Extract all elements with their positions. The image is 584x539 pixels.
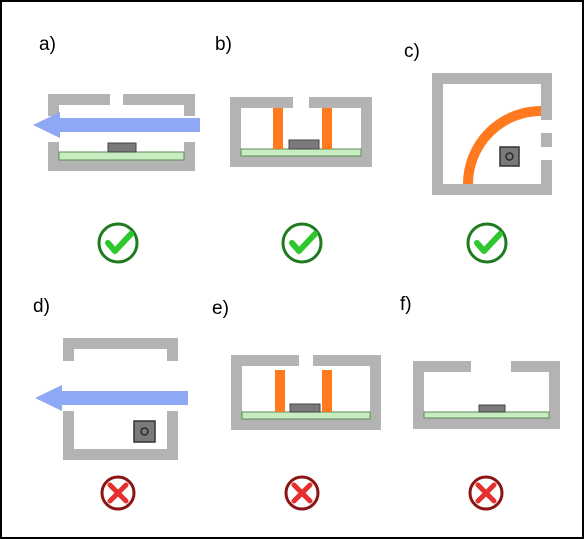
enclosure-right-lower xyxy=(184,142,195,171)
enclosure-left xyxy=(413,361,424,429)
panel-b xyxy=(230,97,372,167)
chip xyxy=(107,142,137,153)
enclosure-top-left xyxy=(48,94,110,105)
enclosure-top-left xyxy=(231,355,299,366)
check-circle-icon xyxy=(97,222,139,264)
enclosure-top-right xyxy=(309,97,372,108)
pcb-board xyxy=(58,151,185,161)
cross-circle-icon xyxy=(100,475,136,511)
panel-label-f: f) xyxy=(400,294,412,315)
enclosure-right-upper xyxy=(167,338,178,361)
baffle-right xyxy=(322,370,332,412)
enclosure-bottom xyxy=(48,160,195,171)
check-circle-icon xyxy=(281,222,323,264)
panel-label-b: b) xyxy=(215,34,232,55)
enclosure-top-right xyxy=(511,361,560,372)
baffle-right xyxy=(322,108,332,149)
enclosure-top-right xyxy=(123,94,195,105)
enclosure-left-lower xyxy=(63,411,74,460)
enclosure-top-left xyxy=(413,361,471,372)
enclosure-bottom xyxy=(231,419,381,430)
enclosure-right-upper xyxy=(184,94,195,116)
enclosure-left xyxy=(231,355,242,430)
check-circle-icon xyxy=(466,222,508,264)
enclosure-right-lower xyxy=(167,411,178,460)
enclosure-top xyxy=(63,338,178,349)
enclosure-top-right xyxy=(313,355,381,366)
chip xyxy=(288,139,320,150)
airflow-arrow-icon xyxy=(35,385,188,411)
panel-label-c: c) xyxy=(404,41,420,62)
pcb-board xyxy=(423,411,550,419)
enclosure-right xyxy=(549,361,560,429)
panel-label-e: e) xyxy=(212,298,229,319)
pcb-board xyxy=(241,411,371,420)
enclosure-bottom xyxy=(432,184,552,195)
enclosure-left xyxy=(230,97,241,167)
baffle-left xyxy=(273,108,283,149)
airflow-arrow-icon xyxy=(33,112,200,138)
enclosure-right-bottom xyxy=(541,160,552,195)
enclosure-top-left xyxy=(230,97,293,108)
enclosure-bottom xyxy=(413,418,560,429)
sensor-dot xyxy=(505,152,514,161)
enclosure-bottom xyxy=(63,449,178,460)
enclosure-left-lower xyxy=(48,142,59,171)
panel-label-d: d) xyxy=(33,296,50,317)
enclosure-top xyxy=(432,73,552,84)
pcb-board xyxy=(240,148,362,157)
panel-a xyxy=(33,94,200,171)
panel-label-a: a) xyxy=(39,34,56,55)
panel-f xyxy=(413,361,560,429)
enclosure-right-top xyxy=(541,73,552,120)
chip xyxy=(478,404,506,413)
panel-e xyxy=(231,355,381,430)
enclosure-bottom xyxy=(230,156,372,167)
enclosure-left-upper xyxy=(63,338,74,361)
enclosure-left xyxy=(432,73,443,195)
sensor-dot xyxy=(140,427,149,436)
panel-d xyxy=(35,338,188,460)
cross-circle-icon xyxy=(468,475,504,511)
baffle-left xyxy=(275,370,285,412)
cross-circle-icon xyxy=(284,475,320,511)
enclosure-a xyxy=(48,94,195,171)
enclosure-left-upper xyxy=(48,94,59,116)
curved-baffle xyxy=(463,106,542,185)
enclosure-right xyxy=(361,97,372,167)
enclosure-right-mid xyxy=(541,133,552,147)
panel-c xyxy=(432,73,552,195)
chip xyxy=(289,403,321,413)
enclosure-right xyxy=(370,355,381,430)
